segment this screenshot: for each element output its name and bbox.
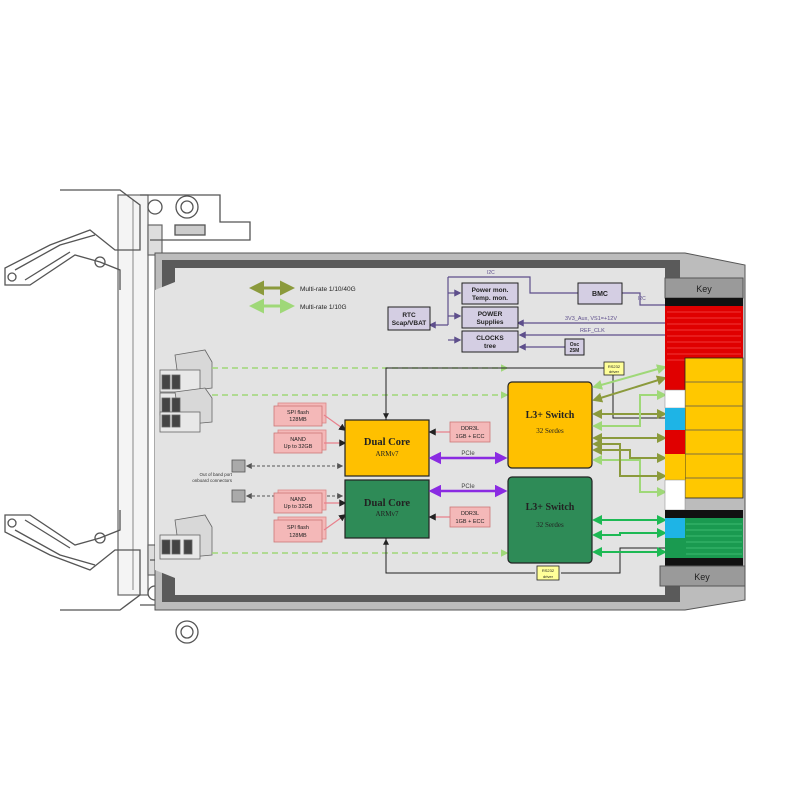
svg-text:DDR3L: DDR3L — [461, 511, 479, 517]
sfp-cage-top — [159, 349, 213, 433]
clocks-block: CLOCKS tree — [461, 330, 519, 353]
svg-text:POWER: POWER — [478, 311, 503, 318]
svg-text:Osc: Osc — [570, 342, 580, 348]
svg-text:Scap/VBAT: Scap/VBAT — [392, 320, 427, 327]
ddr-bottom: DDR3L 1GB + ECC — [449, 506, 491, 528]
i2c-label-bmc: I2C — [638, 296, 646, 302]
svg-text:L3+ Switch: L3+ Switch — [526, 502, 575, 513]
ddr-top: DDR3L 1GB + ECC — [449, 421, 491, 443]
svg-text:tree: tree — [484, 343, 496, 350]
ref-clk-label: REF_CLK — [580, 328, 605, 334]
pcie-links: PCIe PCIe — [428, 451, 508, 498]
svg-text:Dual Core: Dual Core — [364, 498, 411, 509]
switch-bottom: L3+ Switch 32 Serdes — [507, 476, 593, 564]
nand-bottom: NAND Up to 32GB — [273, 489, 327, 514]
svg-text:RS232: RS232 — [542, 568, 555, 573]
svg-text:L3+ Switch: L3+ Switch — [526, 410, 575, 421]
svg-text:CLOCKS: CLOCKS — [476, 335, 504, 342]
svg-text:25M: 25M — [570, 348, 580, 354]
switch-top: L3+ Switch 32 Serdes — [507, 381, 593, 469]
rs232-driver-bottom: RS232 driver — [536, 565, 560, 581]
svg-text:Dual Core: Dual Core — [364, 437, 411, 448]
key-label-top: Key — [696, 284, 712, 294]
legend-40g-label: Multi-rate 1/10/40G — [300, 286, 356, 293]
cpu-bottom: Dual Core ARMv7 — [344, 479, 430, 539]
svg-text:driver: driver — [609, 369, 620, 374]
memory-links — [323, 414, 450, 531]
svg-text:Supplies: Supplies — [476, 319, 503, 326]
svg-text:Temp. mon.: Temp. mon. — [472, 295, 508, 302]
svg-text:1GB + ECC: 1GB + ECC — [456, 519, 485, 525]
power-rails-label: 3V3_Aux, VS1=+12V — [565, 316, 617, 322]
svg-text:NAND: NAND — [290, 497, 306, 503]
svg-text:32 Serdes: 32 Serdes — [536, 521, 564, 529]
svg-text:SPI flash: SPI flash — [287, 410, 309, 416]
svg-text:ARMv7: ARMv7 — [376, 450, 399, 458]
power-supplies-block: POWER Supplies — [461, 306, 519, 329]
svg-text:DDR3L: DDR3L — [461, 426, 479, 432]
bmc-block: BMC — [577, 282, 623, 305]
svg-text:NAND: NAND — [290, 437, 306, 443]
svg-text:Out of band port: Out of band port — [199, 472, 232, 477]
svg-text:Up to 32GB: Up to 32GB — [284, 504, 313, 510]
svg-text:Power mon.: Power mon. — [472, 287, 509, 294]
svg-text:32 Serdes: 32 Serdes — [536, 427, 564, 435]
key-label-bottom: Key — [694, 572, 710, 582]
backplane-links-bottom — [592, 515, 667, 557]
ejector-handle-top[interactable] — [4, 189, 251, 290]
front-panel — [117, 194, 163, 596]
spi-flash-bottom: SPI flash 128MB — [273, 516, 327, 543]
svg-text:1GB + ECC: 1GB + ECC — [456, 434, 485, 440]
osc-block: Osc 25M — [564, 338, 585, 356]
i2c-label-top: I2C — [487, 270, 495, 276]
cpu-top: Dual Core ARMv7 — [344, 419, 430, 477]
svg-text:Up to 32GB: Up to 32GB — [284, 444, 313, 450]
nand-top: NAND Up to 32GB — [273, 429, 327, 454]
backplane-connector: Key — [659, 277, 746, 587]
spi-flash-top: SPI flash 128MB — [273, 402, 327, 427]
pcie-label-top: PCIe — [461, 451, 475, 457]
power-mon-block: Power mon. Temp. mon. — [461, 282, 519, 305]
backplane-links-top — [592, 364, 667, 497]
svg-text:SPI flash: SPI flash — [287, 525, 309, 531]
svg-text:BMC: BMC — [592, 291, 608, 298]
svg-text:onboard connectors: onboard connectors — [192, 478, 233, 483]
svg-text:driver: driver — [543, 574, 554, 579]
legend: Multi-rate 1/10/40G Multi-rate 1/10G — [249, 280, 356, 314]
sfp-cage-bottom — [159, 514, 213, 560]
rtc-block: RTC Scap/VBAT — [387, 306, 431, 331]
svg-text:128MB: 128MB — [289, 533, 307, 539]
rs232-driver-top: RS232 driver — [603, 361, 625, 376]
pcie-label-bottom: PCIe — [461, 484, 475, 490]
svg-text:128MB: 128MB — [289, 417, 307, 423]
management-lines — [428, 276, 665, 351]
svg-text:ARMv7: ARMv7 — [376, 510, 399, 518]
legend-10g-label: Multi-rate 1/10G — [300, 304, 347, 311]
svg-text:RTC: RTC — [402, 312, 416, 319]
